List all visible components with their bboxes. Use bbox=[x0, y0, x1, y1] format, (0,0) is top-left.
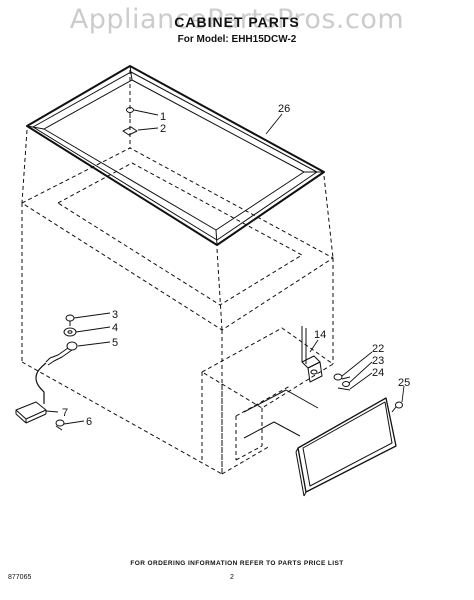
callout-5: 5 bbox=[112, 337, 118, 349]
hinge-bracket-part-14 bbox=[301, 326, 323, 383]
leader-lines bbox=[45, 109, 405, 425]
cabinet-body-outline bbox=[21, 203, 334, 475]
callout-25: 25 bbox=[398, 377, 410, 389]
callout-22: 22 bbox=[372, 343, 384, 355]
callout-7: 7 bbox=[62, 407, 68, 419]
callout-23: 23 bbox=[372, 355, 384, 367]
page-number: 2 bbox=[230, 574, 234, 581]
clip-part-24 bbox=[337, 387, 351, 391]
callout-14: 14 bbox=[314, 329, 326, 341]
plate-part-7 bbox=[15, 401, 47, 424]
lid-screw-part-1 bbox=[126, 107, 134, 118]
screw-part-6 bbox=[55, 419, 65, 431]
washer-part-4 bbox=[63, 327, 77, 337]
washer-part-23 bbox=[342, 381, 350, 387]
callout-26: 26 bbox=[278, 103, 290, 115]
screw-part-22 bbox=[333, 373, 351, 381]
power-cord bbox=[35, 362, 47, 404]
screw-part-25 bbox=[391, 401, 403, 413]
ordering-info-note: FOR ORDERING INFORMATION REFER TO PARTS … bbox=[130, 560, 344, 567]
lid-clip-part-2 bbox=[122, 126, 138, 136]
model-line: For Model: EHH15DCW-2 bbox=[177, 34, 297, 45]
callout-3: 3 bbox=[112, 309, 118, 321]
screw-part-3 bbox=[65, 314, 75, 326]
callout-1: 1 bbox=[160, 111, 166, 123]
callout-2: 2 bbox=[160, 123, 166, 135]
document-number: 877065 bbox=[8, 574, 32, 581]
cabinet-top-outline bbox=[21, 147, 334, 331]
page-title: CABINET PARTS bbox=[174, 14, 300, 30]
callout-4: 4 bbox=[112, 322, 118, 334]
access-panel-part-25 bbox=[295, 397, 397, 497]
callout-6: 6 bbox=[86, 416, 92, 428]
lid-gasket-frame bbox=[26, 65, 325, 246]
recess-inner-details bbox=[243, 389, 319, 439]
callout-24: 24 bbox=[372, 367, 384, 379]
bracket-part-5 bbox=[45, 341, 78, 366]
watermark: AppliancePartsPros.com bbox=[69, 4, 405, 35]
